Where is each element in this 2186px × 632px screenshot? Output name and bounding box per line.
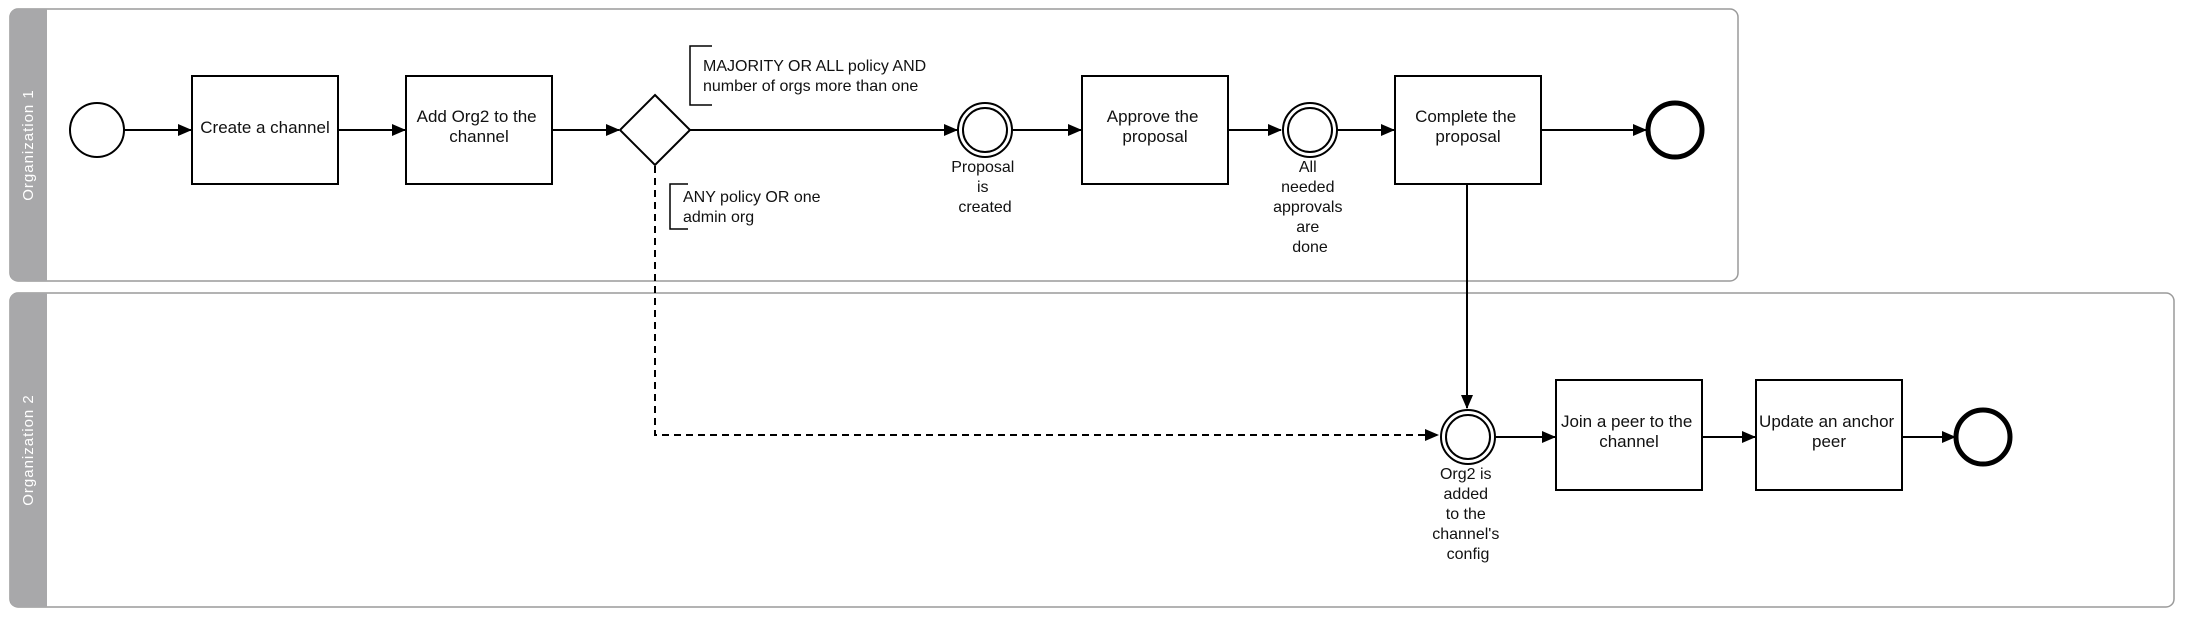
event-label: is — [977, 179, 989, 196]
svg-text:Complete the proposal: Complete the proposal — [1415, 107, 1521, 146]
annotation-line: admin org — [683, 209, 754, 226]
task-join-peer[interactable]: Join a peer to the channel — [1555, 379, 1703, 491]
task-label: peer — [1812, 432, 1846, 451]
event-label: created — [958, 199, 1011, 216]
svg-text:Approve the proposal: Approve the proposal — [1107, 107, 1203, 146]
lane-label-org1: Organization 1 — [20, 89, 37, 201]
task-label: proposal — [1122, 127, 1187, 146]
event-label: Proposal — [951, 159, 1014, 176]
svg-text:Proposal is created: Proposal is created — [951, 159, 1019, 216]
task-update-anchor-peer[interactable]: Update an anchor peer — [1755, 379, 1903, 491]
event-label: to the — [1446, 506, 1486, 523]
lane-label-org2: Organization 2 — [20, 394, 37, 506]
intermediate-event-proposal-created[interactable] — [957, 102, 1013, 158]
task-label: proposal — [1435, 127, 1500, 146]
svg-text:Create a channel: Create a channel — [200, 118, 329, 137]
task-label: Create a channel — [200, 118, 329, 137]
task-complete-proposal[interactable]: Complete the proposal — [1394, 75, 1542, 185]
event-label: approvals — [1273, 199, 1342, 216]
svg-text:All needed approvals: All needed approvals are done — [1273, 159, 1347, 256]
svg-text:MAJORITY OR ALL policy AND: MAJORITY OR ALL policy AND number of org… — [703, 58, 931, 95]
annotation-majority-policy: MAJORITY OR ALL policy AND number of org… — [689, 45, 931, 106]
svg-text:ANY policy OR one admin: ANY policy OR one admin org — [683, 189, 825, 226]
event-label: are — [1296, 219, 1319, 236]
task-label: Update an anchor — [1759, 412, 1894, 431]
end-event[interactable] — [1953, 407, 2013, 467]
task-label: Join a peer to the — [1561, 412, 1692, 431]
svg-text:Add Org2 to the channel: Add Org2 to the channel — [417, 107, 542, 146]
intermediate-event-approvals-done[interactable] — [1282, 102, 1338, 158]
event-label: All — [1299, 159, 1317, 176]
task-approve-proposal[interactable]: Approve the proposal — [1081, 75, 1229, 185]
annotation-line: ANY policy OR one — [683, 189, 821, 206]
sequence-flows — [124, 124, 1956, 443]
start-event[interactable] — [69, 102, 125, 158]
svg-text:Join a peer to the chann: Join a peer to the channel — [1561, 412, 1697, 451]
flow-gateway-to-org2-added-dashed — [654, 166, 1439, 441]
task-label: channel — [1599, 432, 1659, 451]
task-label: Complete the — [1415, 107, 1516, 126]
annotation-line: number of orgs more than one — [703, 78, 918, 95]
annotation-line: MAJORITY OR ALL policy AND — [703, 58, 926, 75]
lane-organization-2: Organization 2 — [9, 292, 2175, 608]
exclusive-gateway[interactable] — [618, 93, 692, 167]
lane-header — [10, 293, 47, 607]
event-label: Org2 is — [1440, 466, 1492, 483]
task-create-channel[interactable]: Create a channel — [191, 75, 339, 185]
intermediate-event-org2-added[interactable] — [1440, 409, 1496, 465]
task-label: Add Org2 to the — [417, 107, 537, 126]
annotation-any-policy: ANY policy OR one admin org — [669, 183, 825, 230]
event-label: done — [1292, 239, 1328, 256]
lane-header — [10, 9, 47, 281]
task-add-org2[interactable]: Add Org2 to the channel — [405, 75, 553, 185]
svg-text:Update an anchor peer: Update an anchor peer — [1759, 412, 1899, 451]
event-label: channel's — [1432, 526, 1499, 543]
end-event[interactable] — [1645, 100, 1705, 160]
event-label: added — [1444, 486, 1489, 503]
event-label: needed — [1281, 179, 1334, 196]
event-label: config — [1447, 546, 1490, 563]
task-label: Approve the — [1107, 107, 1199, 126]
task-label: channel — [449, 127, 509, 146]
svg-text:Org2 is added to the: Org2 is added to the channel's config — [1432, 466, 1504, 563]
